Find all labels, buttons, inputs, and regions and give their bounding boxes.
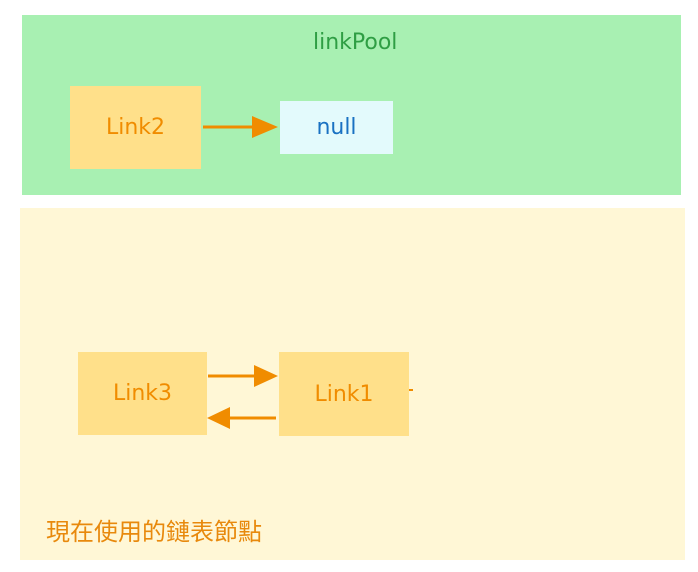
node-link2: Link2 <box>70 86 201 169</box>
arrowhead-link3-to-link1 <box>254 365 278 387</box>
link-pool-title: linkPool <box>313 30 398 55</box>
node-link1: Link1 <box>279 352 409 436</box>
arrowhead-link2-to-null <box>252 116 278 138</box>
arrowhead-link1-to-link3 <box>207 407 230 429</box>
node-null: null <box>280 101 393 154</box>
active-list-title: 現在使用的鏈表節點 <box>46 518 262 546</box>
node-link3: Link3 <box>78 352 207 435</box>
